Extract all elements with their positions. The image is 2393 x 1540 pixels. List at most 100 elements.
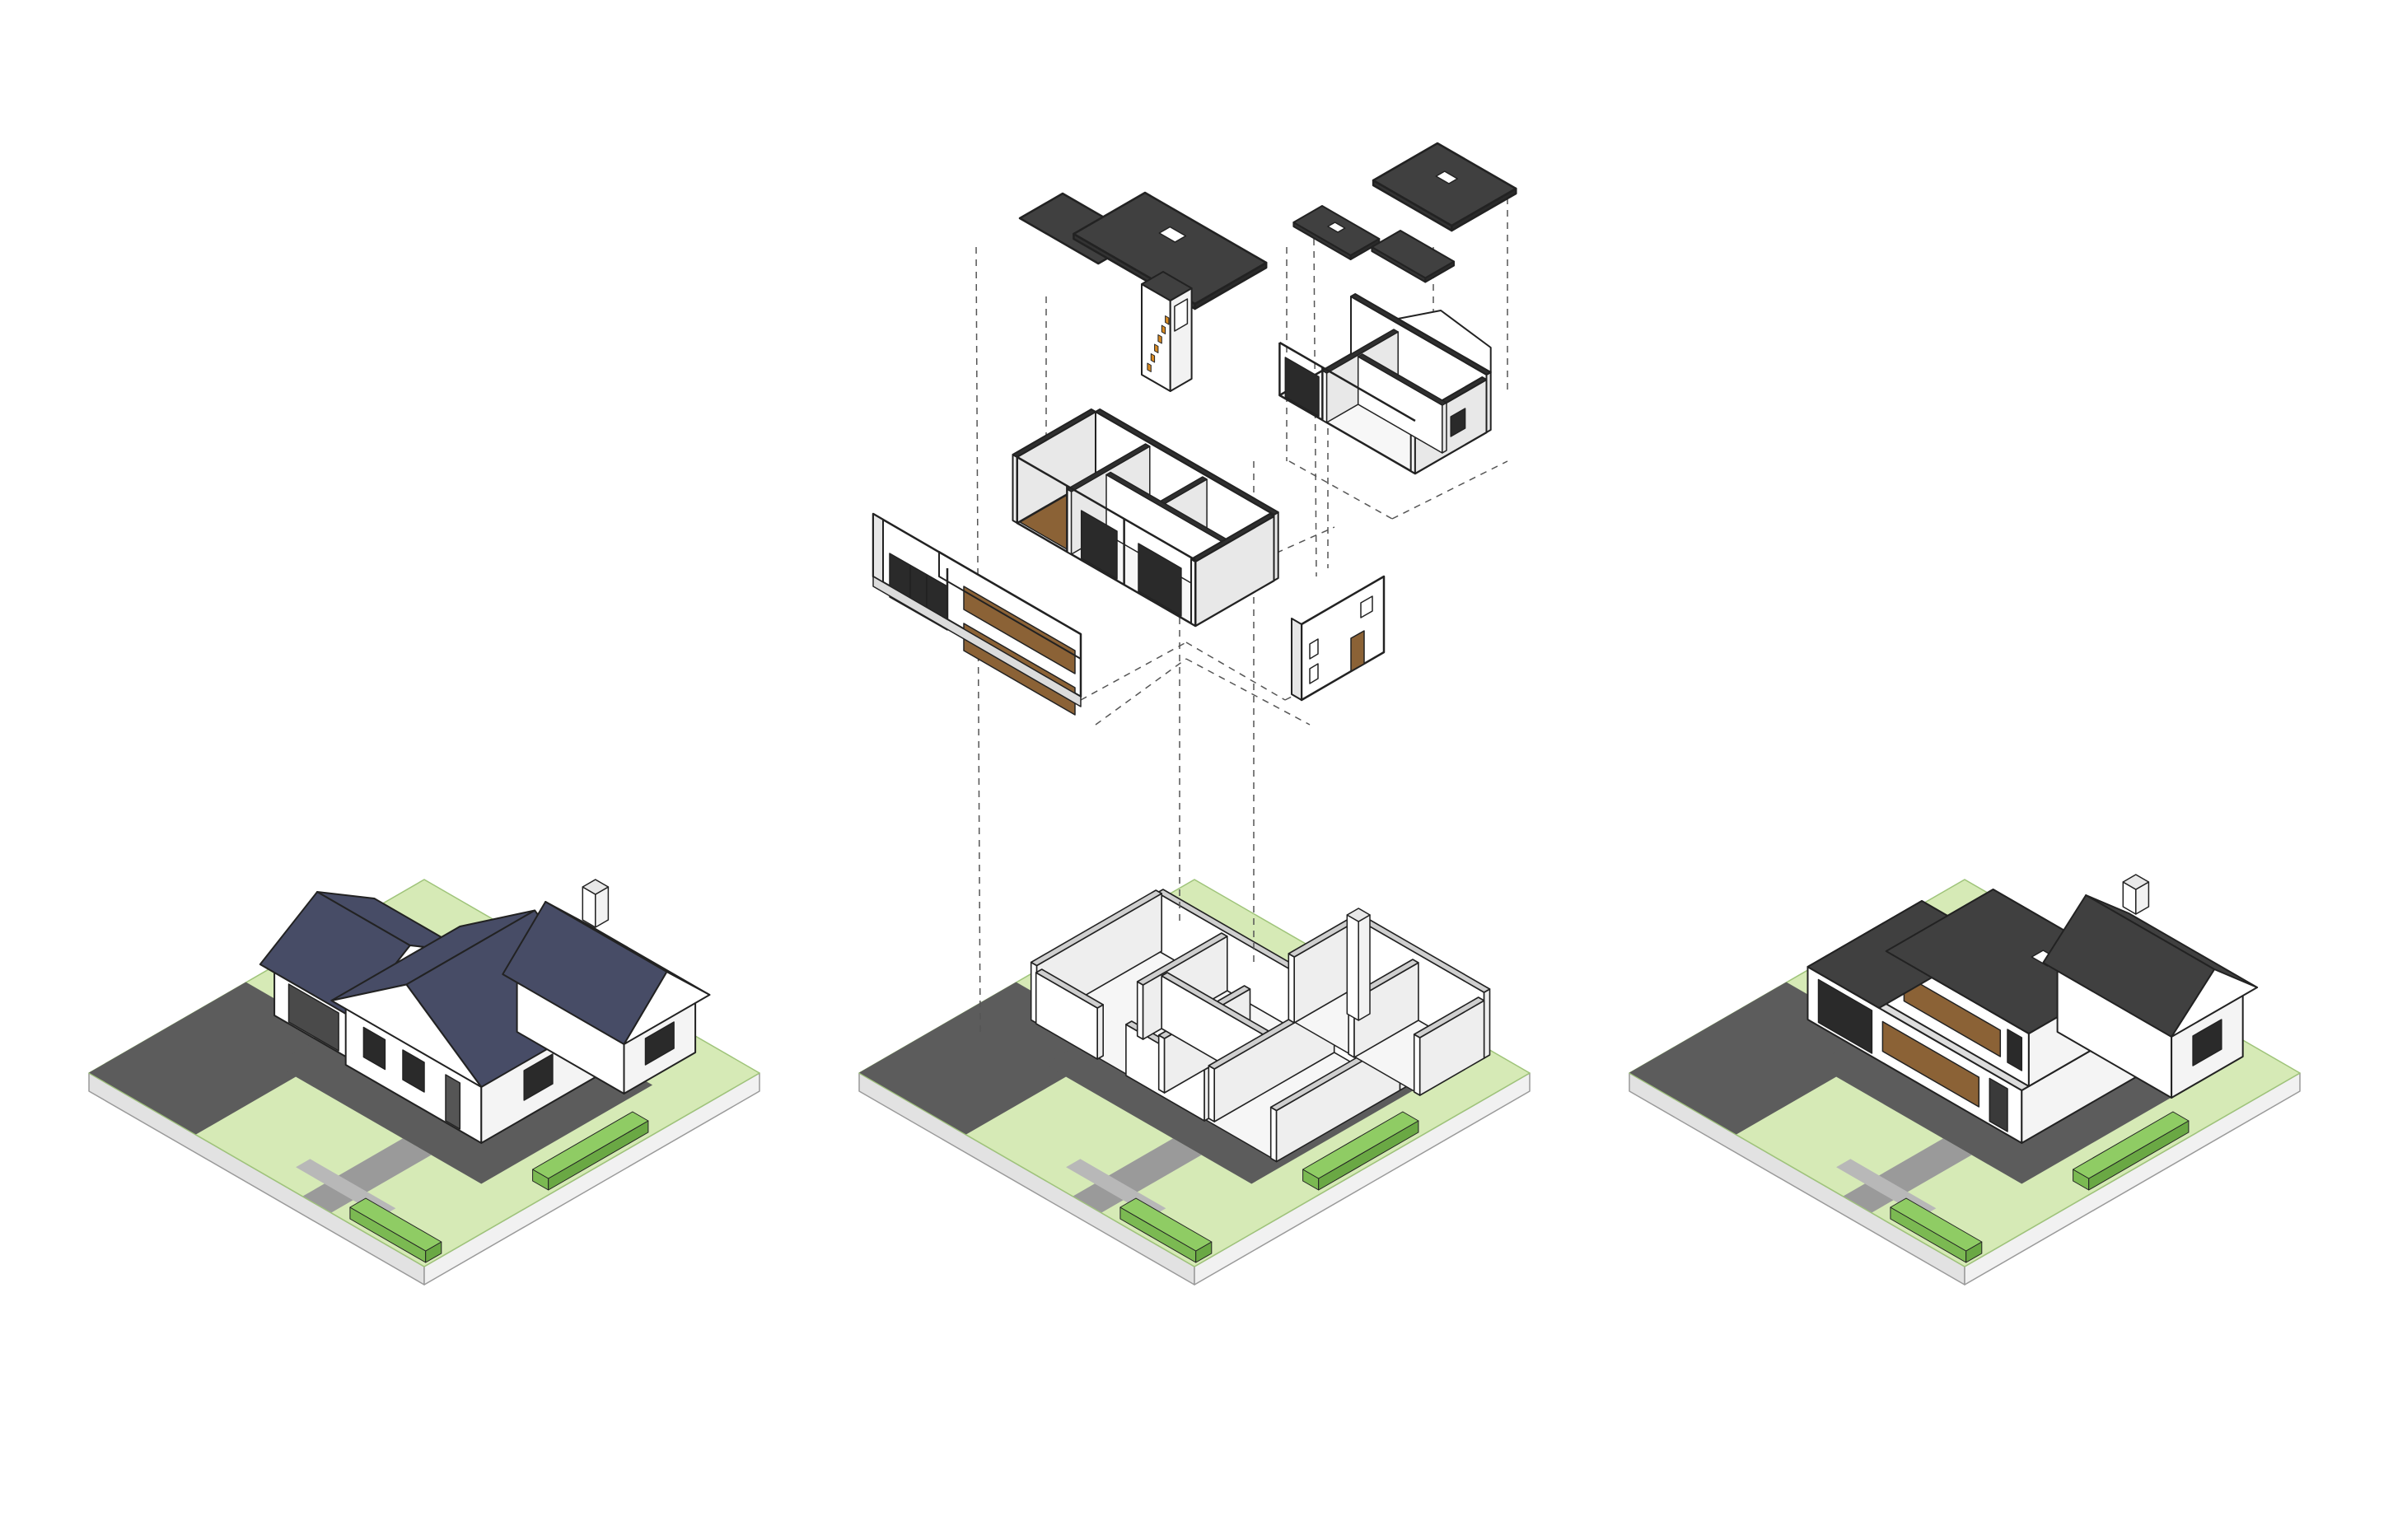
- annex-front-glazing: [1284, 357, 1320, 418]
- side-facade-edge: [1291, 618, 1302, 701]
- annex-wall-right-left-face: [1413, 1034, 1421, 1096]
- exploded-roof-main-skylight: [1158, 226, 1187, 243]
- stair-step-0: [1147, 362, 1152, 372]
- exploded-roof-main-slab-top-face: [1073, 191, 1268, 306]
- exploded-front-facade: [872, 512, 1082, 716]
- exploded-roof-annex-a-skylight: [1327, 222, 1346, 233]
- exploded-roof-annex-b-top-face: [1371, 230, 1455, 279]
- annex-wall-right-top-face: [1413, 996, 1485, 1038]
- annex-front-edge: [1278, 341, 1416, 422]
- exploded-roof-upper-skylight: [1435, 170, 1458, 184]
- stair-step-2: [1154, 343, 1159, 353]
- side-facade-window-1: [1360, 595, 1373, 618]
- shell-chimney-right-face: [1358, 914, 1371, 1021]
- guide-diag-9: [1185, 658, 1311, 726]
- annex-gable-back: [1397, 310, 1492, 373]
- annex-wall-right: [1413, 996, 1485, 1096]
- annex-part-1-top-face: [1321, 329, 1399, 374]
- annex-part-2-top-face: [1357, 353, 1447, 406]
- stair-step-1: [1150, 353, 1156, 363]
- old-main-window-2: [402, 1049, 425, 1093]
- shell-chimney-left-face: [1346, 914, 1359, 1021]
- panel-stripped-shell-hedge-side-top-face: [1302, 1111, 1419, 1179]
- exploded-side-facade: [1291, 575, 1386, 702]
- gf-wall-left: [1012, 408, 1096, 524]
- old-main-side-window: [523, 1053, 554, 1101]
- shell-wall-front-a-top-face: [1035, 968, 1104, 1009]
- annex-side-window: [1450, 408, 1466, 437]
- new-ground-timber: [1881, 1020, 1980, 1108]
- exploded-roof-annex-b: [1371, 230, 1455, 283]
- old-chimney-top-face: [582, 879, 610, 895]
- exploded-annex: [1278, 293, 1492, 475]
- panel-renovated-house-hedge-front: [1890, 1197, 1983, 1263]
- stair-core-box: [1141, 271, 1193, 392]
- guide-line-0: [975, 246, 981, 1034]
- front-facade-base: [872, 576, 1082, 707]
- annex-wall-left-left-face: [1288, 953, 1295, 1024]
- stair-core-box-left-face: [1141, 283, 1171, 392]
- front-facade-edge: [872, 513, 884, 583]
- guide-diag-1: [1080, 642, 1187, 701]
- shell-part-1-left-face: [1136, 981, 1144, 1040]
- old-rear-roof-front-slope: [502, 901, 668, 1045]
- panel-existing-house-hedge-front-top-face: [349, 1197, 442, 1252]
- shell-chimney: [1346, 908, 1371, 1021]
- shell-part-2-left-face: [1157, 1034, 1166, 1094]
- annex-wall-back-right-face: [1483, 988, 1491, 1059]
- panel-renovated-house: [1629, 874, 2301, 1286]
- new-upper-glazing: [2007, 1029, 2023, 1071]
- new-annex-roof: [2042, 894, 2259, 1038]
- front-facade-upper-plane: [938, 551, 1082, 660]
- exploded-roof-upper: [1372, 142, 1517, 232]
- shell-wall-front-a-right-face: [1096, 1004, 1104, 1060]
- side-facade-window-3: [1309, 663, 1319, 684]
- annex-part-2: [1357, 353, 1447, 454]
- panel-existing-house-hedge-side-top-face: [532, 1111, 649, 1179]
- panel-stripped-shell-path: [1073, 1138, 1202, 1213]
- guide-diag-8: [1095, 658, 1187, 726]
- guide-diag-7: [1391, 460, 1508, 520]
- exploded-roof-upper-slab-top-face: [1372, 142, 1517, 227]
- new-annex-roof-front-slope: [2042, 894, 2216, 1038]
- front-facade-timber-high: [963, 586, 1076, 674]
- panels: [88, 874, 2301, 1286]
- annex-part-2-right-face: [1442, 402, 1447, 454]
- shell-wall-right-left-face: [1269, 1106, 1278, 1163]
- old-main-door: [445, 1074, 461, 1130]
- exploded-stair-core: [1141, 271, 1193, 392]
- existing-house-building: [259, 879, 711, 1144]
- shell-wall-left-top-face: [1030, 889, 1162, 967]
- exploded-roof-upper-slab: [1372, 142, 1517, 232]
- panel-renovated-house-hedge-side: [2073, 1111, 2190, 1191]
- exploded-axonometric: [872, 142, 1517, 1034]
- stair-step-5: [1165, 315, 1170, 325]
- side-facade-window-2: [1309, 638, 1319, 660]
- stripped-shell-walls: [1030, 889, 1491, 1163]
- gf-front-glazing-2: [1138, 543, 1182, 617]
- stair-step-3: [1157, 334, 1162, 344]
- new-chimney-top-face: [2122, 874, 2150, 890]
- gf-front-glazing-1: [1080, 510, 1118, 580]
- stair-core-box-top-face: [1141, 271, 1193, 301]
- panel-stripped-shell: [858, 879, 1531, 1286]
- side-facade-door: [1350, 630, 1365, 672]
- stair-core-window: [1174, 298, 1189, 332]
- old-main-roof-gable: [330, 983, 483, 1088]
- panel-renovated-house-hedge-front-top-face: [1890, 1197, 1983, 1252]
- shell-wall-front-a: [1035, 968, 1104, 1060]
- gf-partition-1-top-face: [1066, 443, 1151, 492]
- shell-part-1-top-face: [1136, 932, 1228, 986]
- new-annex-window: [2192, 1019, 2222, 1066]
- shell-chimney-top-face: [1346, 908, 1371, 922]
- stair-step-4: [1161, 324, 1166, 334]
- panel-existing-house: [88, 879, 760, 1286]
- old-garage-door: [287, 983, 339, 1052]
- guide-diag-6: [1288, 460, 1393, 520]
- panel-stripped-shell-hedge-front-top-face: [1119, 1197, 1213, 1252]
- panel-existing-house-hedge-side: [532, 1111, 649, 1191]
- old-rear-roof: [502, 901, 711, 1045]
- panel-existing-house-path: [302, 1138, 432, 1213]
- panel-stripped-shell-hedge-side: [1302, 1111, 1419, 1191]
- new-ground-glazing-1: [1817, 978, 1873, 1054]
